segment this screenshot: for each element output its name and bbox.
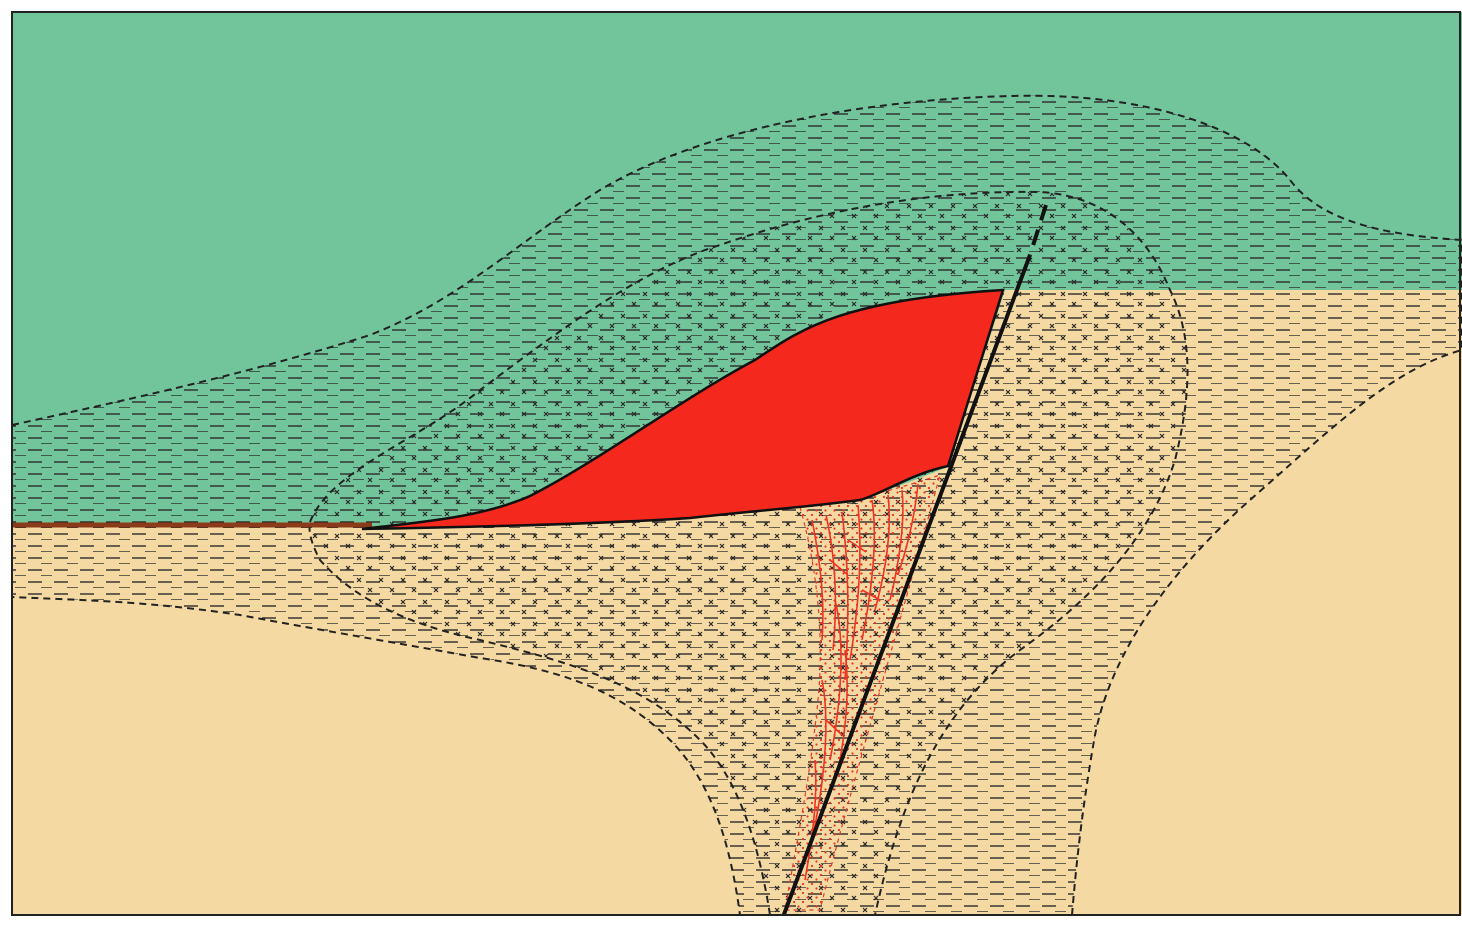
fault-arrow bbox=[780, 915, 795, 925]
